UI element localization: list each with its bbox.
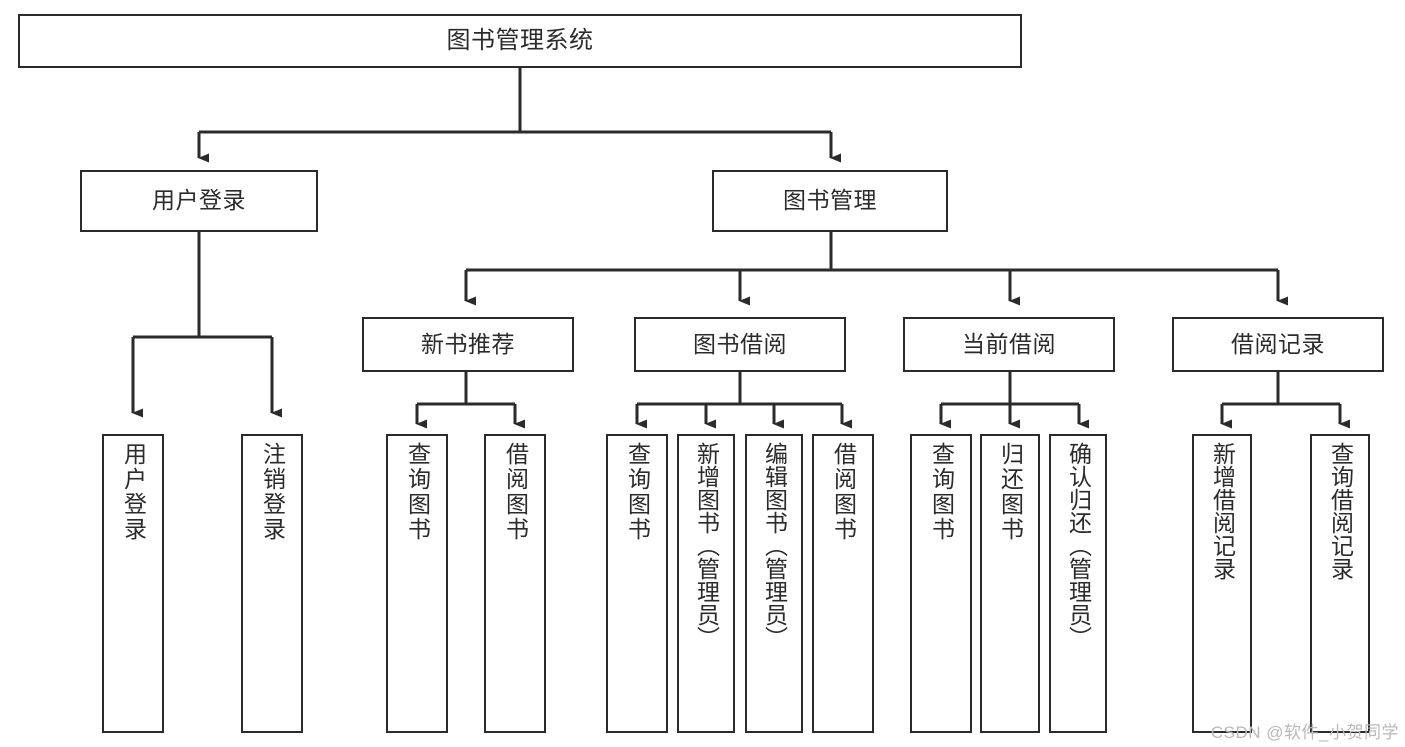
leaf-current-borrow-return-book[interactable]: 归还图书 xyxy=(980,434,1040,733)
node-label: 查询图书 xyxy=(928,442,955,542)
leaf-user-login-logout[interactable]: 注销登录 xyxy=(241,434,303,733)
leaf-book-borrow-add-book-admin[interactable]: 新增图书（管理员） xyxy=(677,434,735,733)
leaf-borrow-record-add-record[interactable]: 新增借阅记录 xyxy=(1192,434,1252,733)
node-book-management[interactable]: 图书管理 xyxy=(712,170,948,232)
node-label: 新增借阅记录 xyxy=(1209,442,1236,580)
node-root-book-management-system[interactable]: 图书管理系统 xyxy=(18,14,1022,68)
leaf-user-login-login[interactable]: 用户登录 xyxy=(102,434,164,733)
node-label: 注销登录 xyxy=(259,442,286,542)
node-borrow-record[interactable]: 借阅记录 xyxy=(1172,317,1384,372)
leaf-new-book-query-book[interactable]: 查询图书 xyxy=(386,434,448,733)
node-label: 借阅记录 xyxy=(1231,330,1325,357)
node-current-borrow[interactable]: 当前借阅 xyxy=(903,317,1115,372)
leaf-borrow-record-query-record[interactable]: 查询借阅记录 xyxy=(1310,434,1370,733)
leaf-current-borrow-query-book[interactable]: 查询图书 xyxy=(910,434,972,733)
node-label: 查询图书 xyxy=(404,442,431,542)
node-label: 借阅图书 xyxy=(502,442,529,542)
leaf-book-borrow-edit-book-admin[interactable]: 编辑图书（管理员） xyxy=(745,434,803,733)
leaf-current-borrow-confirm-return-admin[interactable]: 确认归还（管理员） xyxy=(1049,434,1107,733)
node-label: 用户登录 xyxy=(152,187,246,214)
leaf-book-borrow-query-book[interactable]: 查询图书 xyxy=(606,434,668,733)
node-book-borrow[interactable]: 图书借阅 xyxy=(634,317,846,372)
node-label: 图书借阅 xyxy=(693,330,787,357)
node-label: 编辑图书（管理员） xyxy=(761,442,788,649)
node-label: 确认归还（管理员） xyxy=(1065,442,1092,649)
node-new-book-recommend[interactable]: 新书推荐 xyxy=(362,317,574,372)
node-label: 查询借阅记录 xyxy=(1327,442,1354,580)
node-label: 新增图书（管理员） xyxy=(693,442,720,649)
node-label: 当前借阅 xyxy=(962,330,1056,357)
node-label: 归还图书 xyxy=(997,442,1024,542)
node-label: 新书推荐 xyxy=(421,330,515,357)
node-label: 用户登录 xyxy=(120,442,147,542)
node-user-login[interactable]: 用户登录 xyxy=(80,170,318,232)
csdn-watermark: CSDN @软件_小贺同学 xyxy=(1210,723,1399,742)
node-label: 图书管理 xyxy=(783,187,877,214)
leaf-new-book-borrow-book[interactable]: 借阅图书 xyxy=(484,434,546,733)
leaf-book-borrow-borrow-book[interactable]: 借阅图书 xyxy=(812,434,874,733)
node-label: 图书管理系统 xyxy=(446,26,594,54)
node-label: 借阅图书 xyxy=(830,442,857,542)
node-label: 查询图书 xyxy=(624,442,651,542)
